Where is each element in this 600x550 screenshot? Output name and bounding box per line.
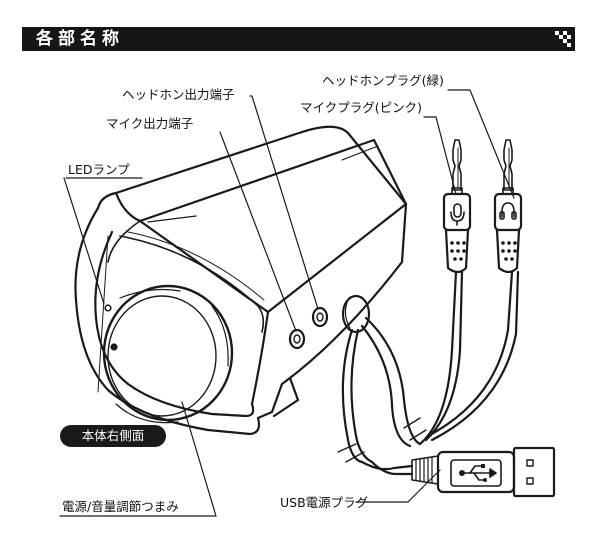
label-led: LEDランプ <box>68 162 130 177</box>
headphone-icon <box>499 202 517 220</box>
label-mic-jack: マイク出力端子 <box>106 116 194 131</box>
leader-headphone-jack <box>249 95 319 310</box>
leader-mic-plug <box>423 116 457 195</box>
cables <box>337 270 520 476</box>
leader-knob <box>59 401 217 517</box>
cable-grommet <box>341 294 371 334</box>
leader-headphone-plug <box>447 89 515 199</box>
label-mic-plug: マイクプラグ(ピンク) <box>300 100 423 115</box>
leader-usb-plug <box>355 469 441 503</box>
volume-knob <box>102 284 234 424</box>
headphone-plug <box>493 139 523 274</box>
label-headphone-jack: ヘッドホン出力端子 <box>122 87 235 102</box>
leader-led <box>63 177 143 305</box>
microphone-icon <box>450 203 465 226</box>
mic-jack <box>288 328 306 350</box>
checkered-flag-icon <box>551 29 573 49</box>
speaker-body <box>74 125 408 436</box>
label-headphone-plug: ヘッドホンプラグ(緑) <box>322 73 444 88</box>
led-lamp <box>104 304 112 312</box>
leader-lines <box>59 89 515 517</box>
leader-mic-jack <box>219 131 297 332</box>
section-header: 各部名称 <box>22 27 575 51</box>
section-title: 各部名称 <box>36 29 124 49</box>
label-usb-plug: USB電源プラグ <box>280 495 369 510</box>
usb-icon <box>450 459 502 487</box>
view-badge: 本体右側面 <box>60 425 166 447</box>
usb-plug <box>411 446 556 498</box>
headphone-jack <box>311 306 329 328</box>
label-knob: 電源/音量調節つまみ <box>62 499 179 514</box>
mic-plug <box>442 139 472 274</box>
